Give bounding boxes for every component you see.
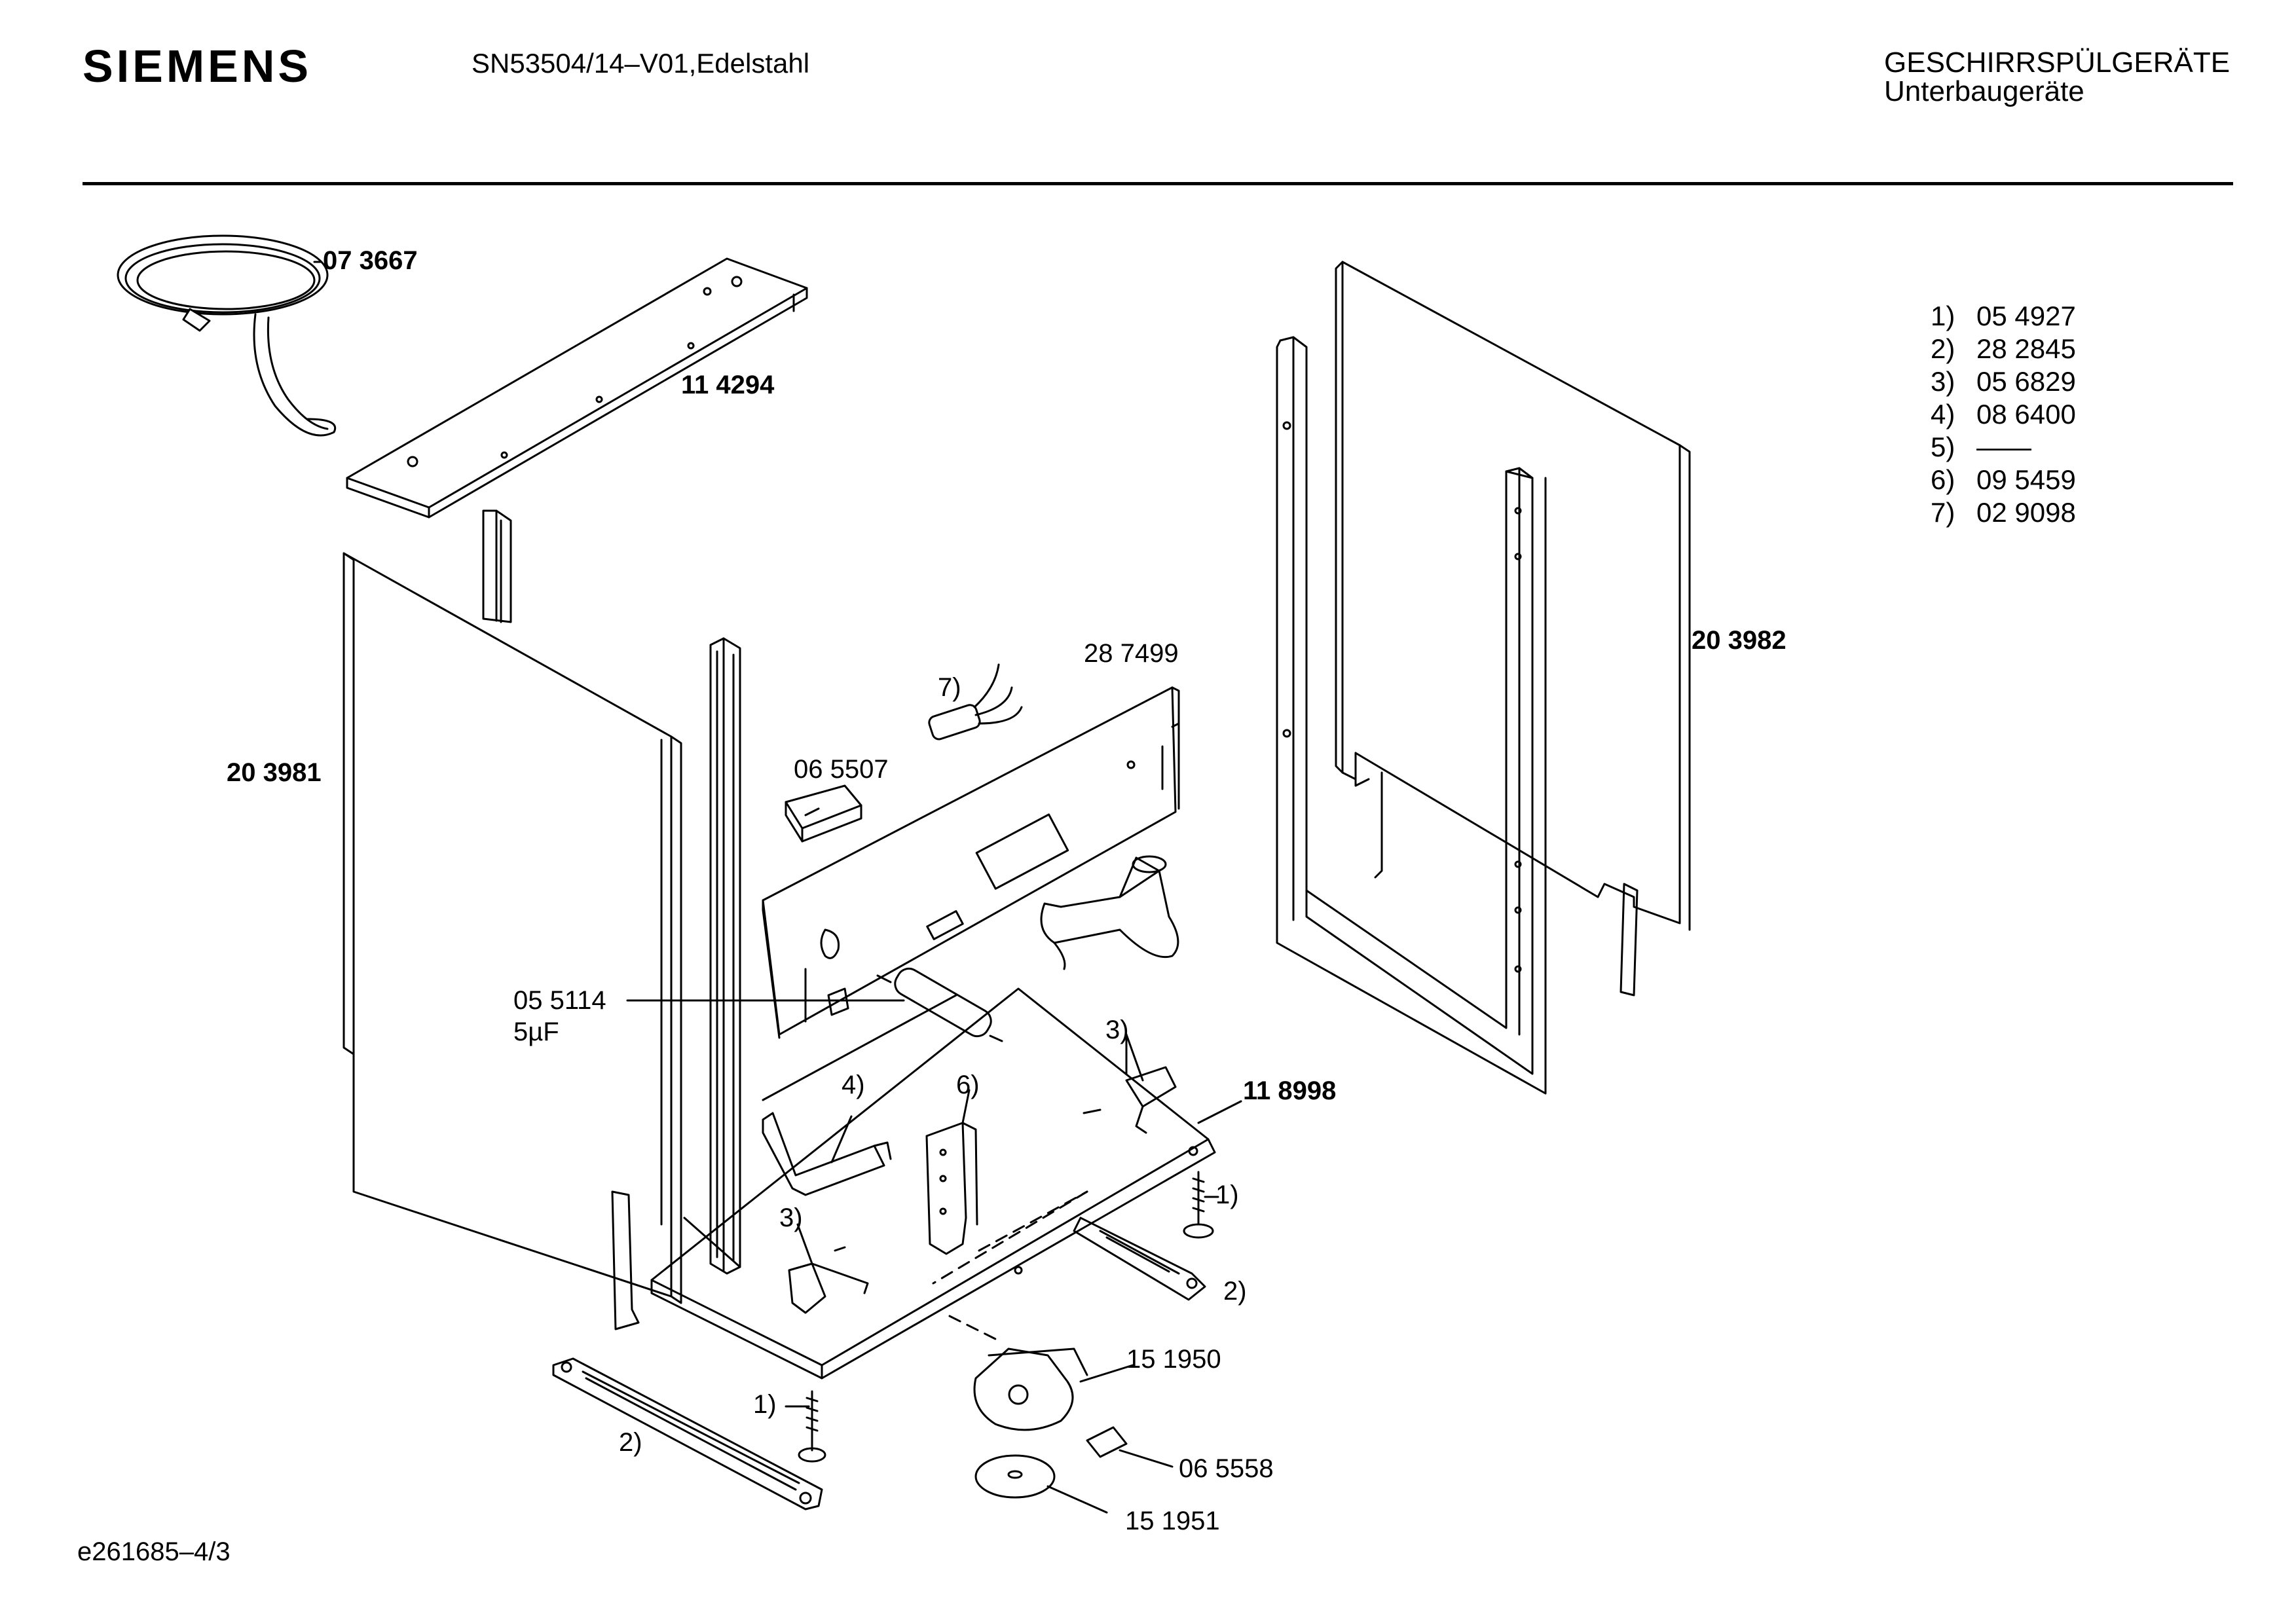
label-ref-6: 6): [956, 1071, 980, 1099]
label-float-switch: 15 1950: [1126, 1345, 1221, 1374]
top-strip-drawing: [346, 257, 808, 519]
clip-right-drawing: [1083, 1033, 1177, 1134]
label-side-panel-right: 20 3982: [1692, 626, 1787, 655]
legend-index: 1): [1931, 301, 1955, 331]
legend-index: 5): [1931, 431, 1955, 462]
foot-rail-left-drawing: [552, 1357, 823, 1511]
legend-part: 08 6400: [1976, 399, 2076, 430]
legend-part: 05 6829: [1976, 366, 2076, 397]
interference-filter-drawing: [928, 663, 1023, 741]
label-capacitor-value: 5µF: [513, 1017, 559, 1046]
label-base-frame: 11 8998: [1243, 1076, 1337, 1105]
screw-foot-left-drawing: [785, 1390, 826, 1463]
label-ref-2-right: 2): [1223, 1277, 1247, 1306]
category-subtitle: Unterbaugeräte: [1884, 75, 2084, 107]
legend-part: ——: [1976, 431, 2031, 462]
label-ref-7: 7): [938, 673, 961, 702]
side-panel-right-drawing: [1335, 261, 1691, 997]
legend-row: 3) 05 6829: [1931, 368, 2076, 395]
legend-index: 3): [1931, 366, 1955, 397]
label-switch: 06 5507: [794, 755, 889, 784]
bracket-6-drawing: [925, 1089, 978, 1255]
rear-frame-drawing: [1276, 336, 1547, 1095]
float-disc-drawing: [974, 1454, 1108, 1514]
legend-index: 6): [1931, 464, 1955, 495]
label-side-panel-left: 20 3981: [227, 758, 322, 787]
inlet-connector-drawing: [1040, 855, 1179, 970]
front-upright-drawing: [683, 637, 741, 1275]
legend-index: 4): [1931, 399, 1955, 430]
header-divider: [83, 182, 2233, 185]
rear-rail-drawing: [482, 509, 512, 623]
label-top-strip: 11 4294: [681, 371, 775, 399]
side-panel-left-drawing: [343, 552, 682, 1304]
label-ref-3-left: 3): [779, 1203, 803, 1232]
label-ref-1-left: 1): [753, 1390, 777, 1419]
label-front-panel: 28 7499: [1084, 639, 1179, 668]
label-connector: 06 5558: [1179, 1454, 1274, 1483]
label-ref-3-right: 3): [1105, 1016, 1129, 1044]
label-power-cord: 07 3667: [323, 246, 418, 275]
legend-row: 6) 09 5459: [1931, 466, 2076, 494]
legend-row: 7) 02 9098: [1931, 499, 2076, 526]
label-ref-1-right: 1): [1215, 1181, 1239, 1209]
legend-index: 7): [1931, 497, 1955, 528]
capacitor-drawing: [876, 967, 1003, 1042]
bracket-4-drawing: [762, 1112, 892, 1196]
front-panel-drawing: [762, 686, 1180, 1039]
brand-logo: SIEMENS: [83, 41, 312, 92]
foot-rail-right-drawing: [1073, 1217, 1206, 1301]
legend-row: 5) ——: [1931, 433, 2031, 461]
drawing-id: e261685–4/3: [77, 1537, 231, 1566]
base-frame-drawing: [650, 987, 1242, 1380]
category-title: GESCHIRRSPÜLGERÄTE: [1884, 46, 2231, 79]
legend-part: 09 5459: [1976, 464, 2076, 495]
float-switch-drawing: [948, 1315, 1134, 1431]
power-cord-drawing: [117, 234, 337, 437]
label-capacitor-part: 05 5114: [513, 986, 606, 1015]
legend-index: 2): [1931, 333, 1955, 364]
connector-drawing: [1086, 1426, 1174, 1468]
legend-row: 4) 08 6400: [1931, 401, 2076, 428]
label-ref-2-left: 2): [619, 1428, 642, 1457]
model-number: SN53504/14–V01,Edelstahl: [472, 48, 810, 79]
side-bracket-drawing: [611, 1190, 640, 1330]
label-ref-4: 4): [842, 1071, 865, 1099]
label-float-disc: 15 1951: [1125, 1507, 1220, 1535]
legend-part: 28 2845: [1976, 333, 2076, 364]
clip-left-drawing: [788, 1223, 869, 1314]
legend-row: 1) 05 4927: [1931, 302, 2076, 330]
legend-row: 2) 28 2845: [1931, 335, 2076, 363]
switch-drawing: [785, 784, 862, 843]
screw-foot-right-drawing: [1183, 1171, 1219, 1239]
legend-part: 05 4927: [1976, 301, 2076, 331]
legend-part: 02 9098: [1976, 497, 2076, 528]
